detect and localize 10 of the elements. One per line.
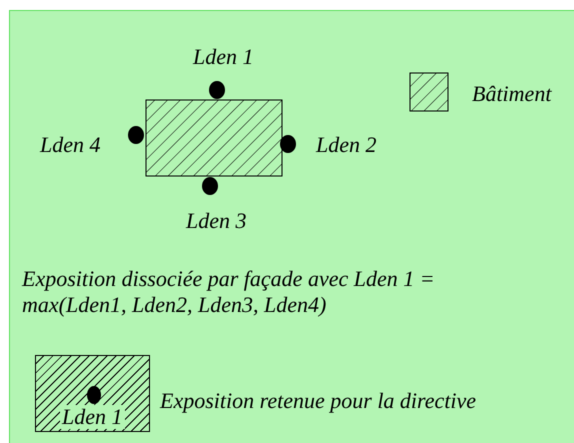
point-label: Lden 1 xyxy=(60,405,124,429)
note-text: Exposition dissociée par façade avec Lden 1 = max(Lden1, Lden2, Lden3, Lden4) xyxy=(22,266,436,318)
building-outline xyxy=(146,100,282,176)
facade-label: Lden 3 xyxy=(186,208,246,234)
facade-label: Lden 2 xyxy=(316,132,376,158)
facade-label: Lden 4 xyxy=(40,132,100,158)
caption-text: Exposition retenue pour la directive xyxy=(160,388,476,414)
legend-label: Bâtiment xyxy=(472,81,552,107)
building-box xyxy=(35,355,150,432)
facade-label: Lden 1 xyxy=(193,44,254,70)
